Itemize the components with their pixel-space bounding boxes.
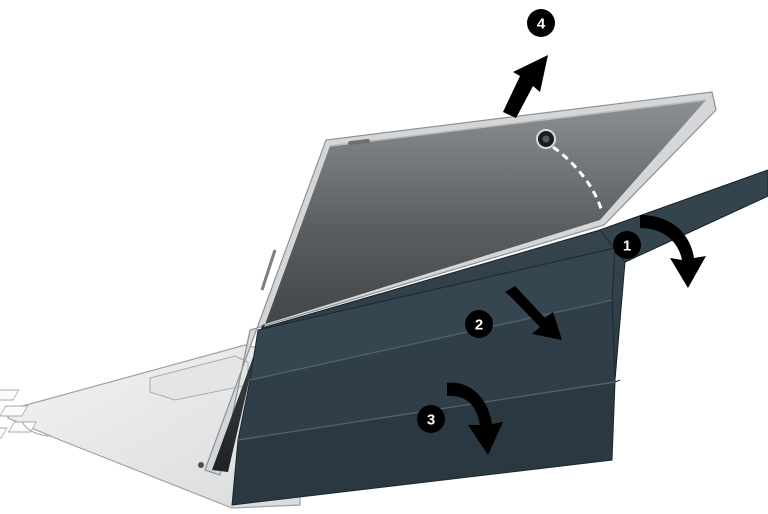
step-callout-2: 2 bbox=[465, 310, 493, 338]
arrow-4-straight-icon bbox=[503, 55, 548, 118]
step-callout-4: 4 bbox=[527, 9, 555, 37]
camera-icon bbox=[537, 130, 555, 148]
step-callout-3: 3 bbox=[417, 405, 445, 433]
step-callout-1: 1 bbox=[613, 231, 641, 259]
step-number-4: 4 bbox=[537, 16, 546, 33]
step-number-3: 3 bbox=[427, 412, 435, 429]
port-icon bbox=[198, 462, 204, 468]
step-number-1: 1 bbox=[623, 238, 631, 255]
step-number-2: 2 bbox=[475, 317, 483, 334]
